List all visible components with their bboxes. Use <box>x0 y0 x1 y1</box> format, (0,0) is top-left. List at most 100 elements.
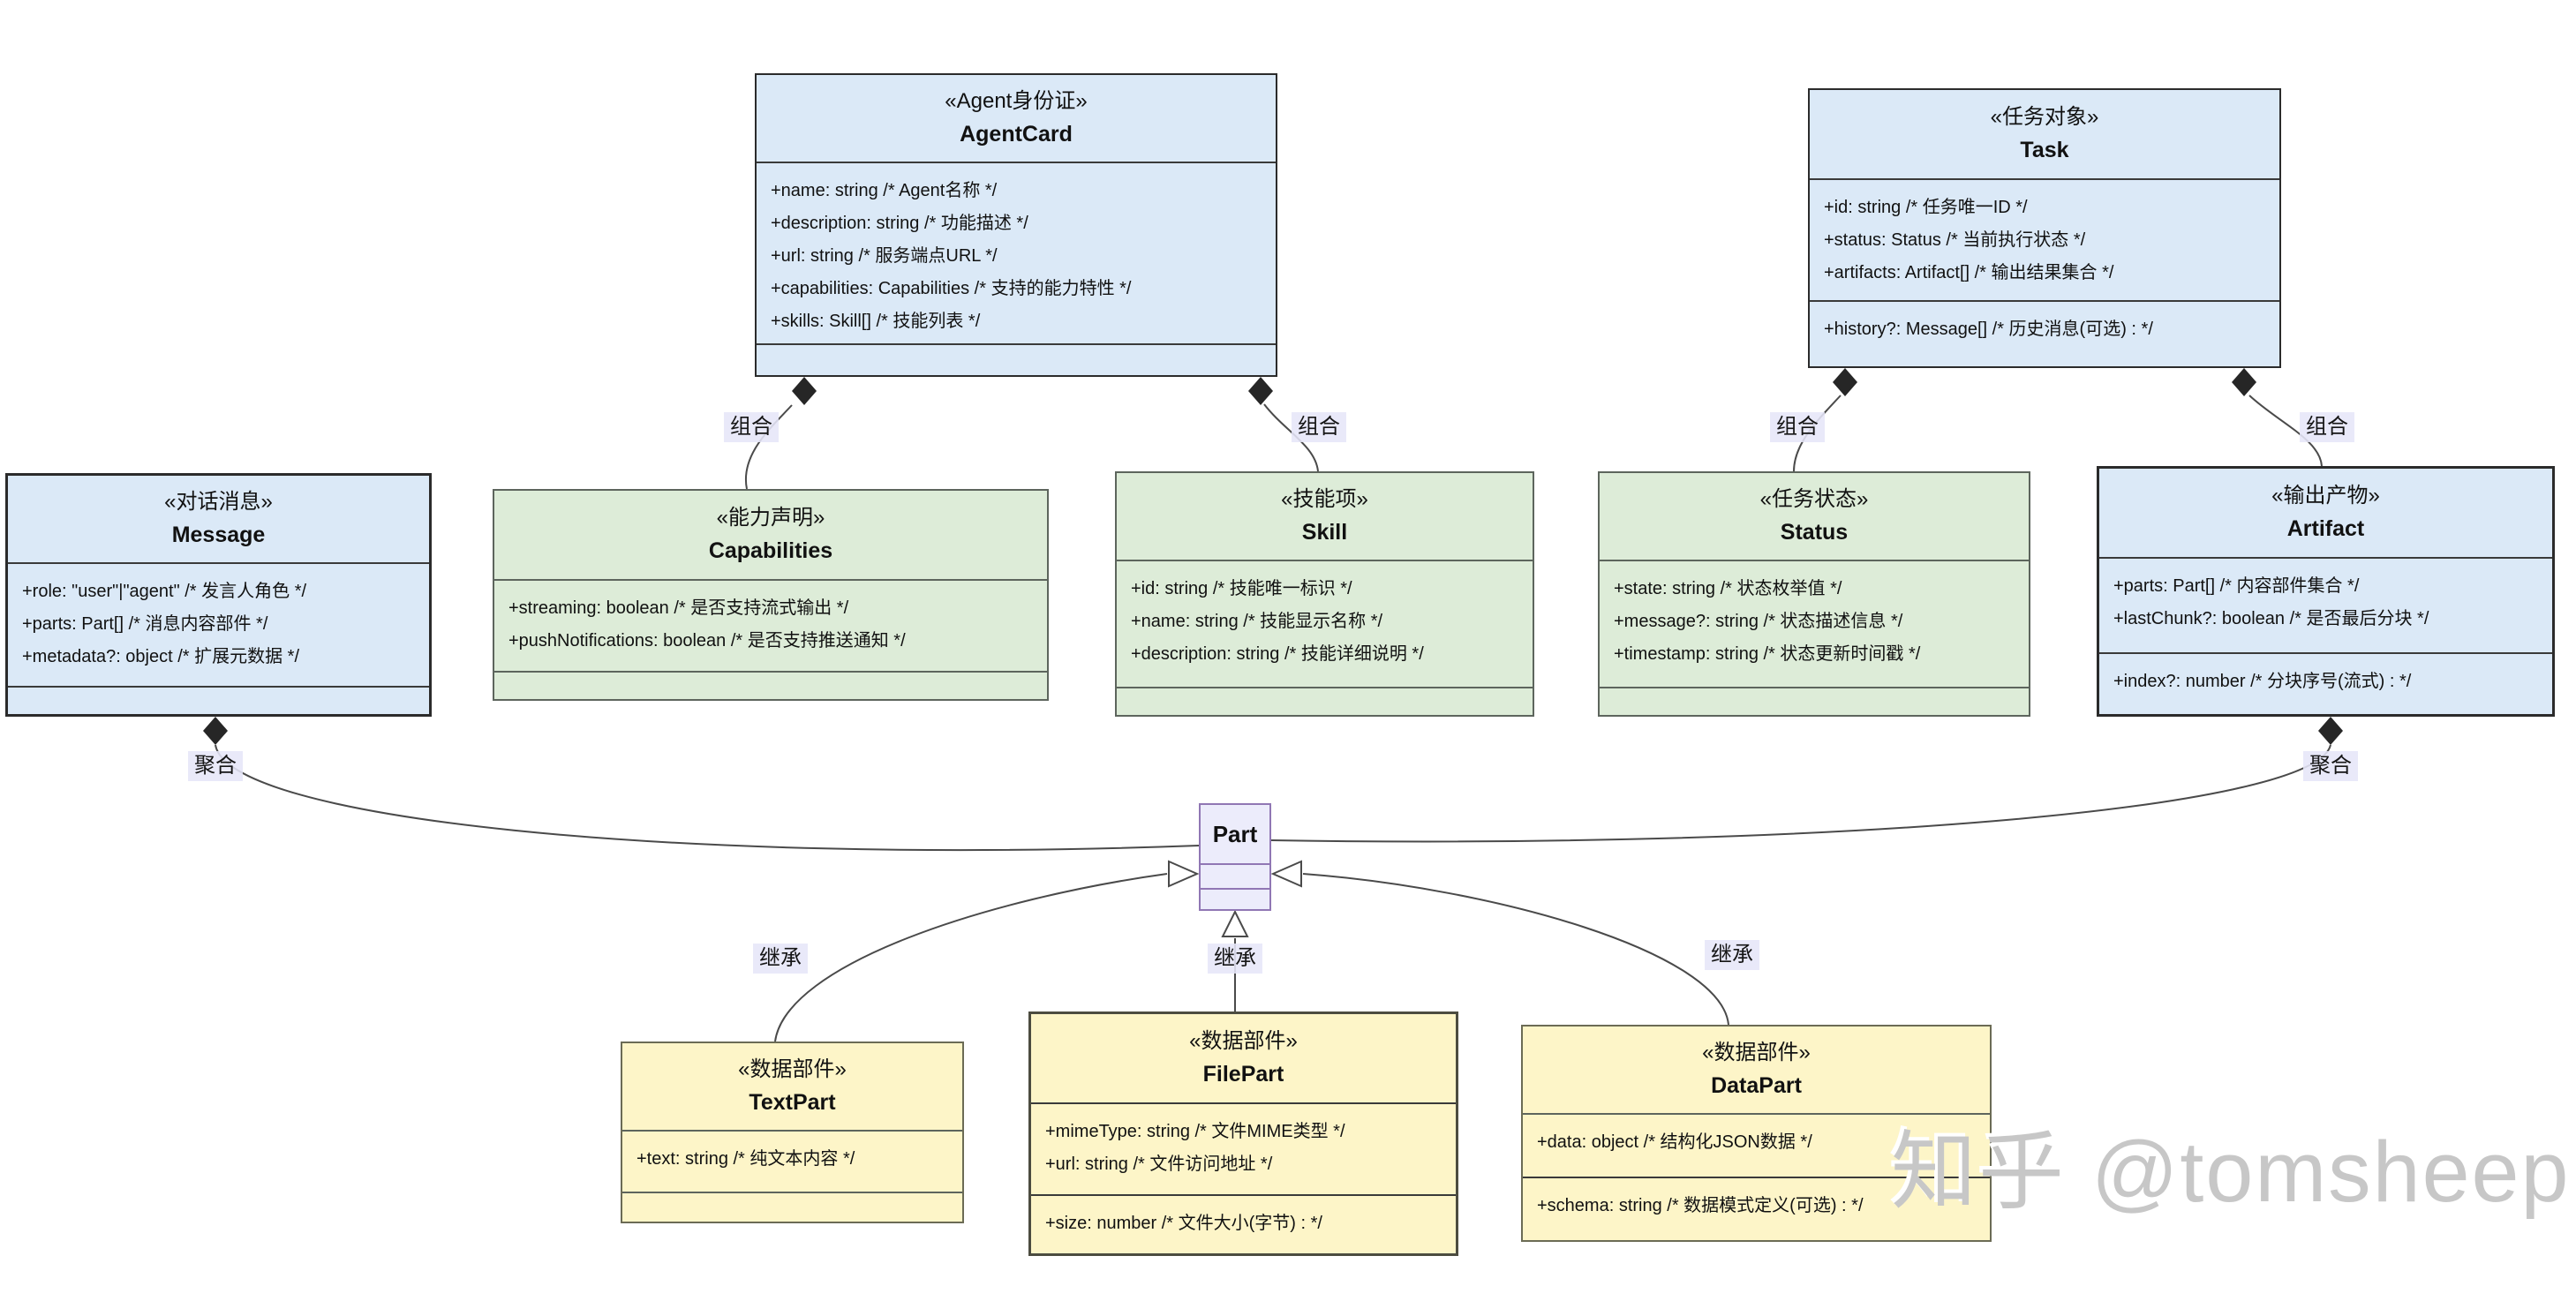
edge-label-inheritance: 继承 <box>1208 944 1262 974</box>
class-artifact-header: «输出产物» Artifact <box>2099 469 2552 557</box>
class-status-header: «任务状态» Status <box>1600 473 2029 560</box>
empty-compartment <box>1201 888 1269 909</box>
class-datapart-header: «数据部件» DataPart <box>1523 1027 1990 1113</box>
secondary-compartment: +history?: Message[] /* 历史消息(可选) : */ <box>1810 300 2279 366</box>
stereotype: «对话消息» <box>164 490 273 514</box>
class-agentcard-header: «Agent身份证» AgentCard <box>757 75 1276 162</box>
edge-label-composition: 组合 <box>1770 412 1825 442</box>
class-task-header: «任务对象» Task <box>1810 90 2279 178</box>
class-name: Task <box>2020 138 2069 162</box>
class-part-header: Part <box>1201 805 1269 863</box>
class-textpart-header: «数据部件» TextPart <box>622 1043 962 1130</box>
attributes-compartment: +text: string /* 纯文本内容 */ <box>622 1130 962 1192</box>
attribute: +text: string /* 纯文本内容 */ <box>636 1149 855 1169</box>
class-part: Part <box>1199 803 1271 911</box>
edge-label-inheritance: 继承 <box>753 944 808 974</box>
edge-artifact-part <box>1270 744 2331 843</box>
attribute: +streaming: boolean /* 是否支持流式输出 */ <box>508 598 849 618</box>
edge-label-composition: 组合 <box>1292 412 1346 442</box>
stereotype: «输出产物» <box>2271 484 2380 508</box>
class-name: Artifact <box>2286 516 2365 541</box>
attribute: +timestamp: string /* 状态更新时间戳 */ <box>1614 644 1921 664</box>
class-task: «任务对象» Task +id: string /* 任务唯一ID */ +st… <box>1808 88 2281 368</box>
attribute: +index?: number /* 分块序号(流式) : */ <box>2113 672 2412 691</box>
edge-label-composition: 组合 <box>2300 412 2354 442</box>
attribute: +name: string /* Agent名称 */ <box>771 181 998 200</box>
attribute: +id: string /* 技能唯一标识 */ <box>1131 579 1352 598</box>
attribute: +status: Status /* 当前执行状态 */ <box>1824 230 2086 250</box>
stereotype: «数据部件» <box>738 1057 847 1081</box>
composition-diamond <box>792 377 817 405</box>
class-agentcard: «Agent身份证» AgentCard +name: string /* Ag… <box>755 73 1277 377</box>
attributes-compartment: +mimeType: string /* 文件MIME类型 */ +url: s… <box>1031 1102 1456 1194</box>
inheritance-triangle <box>1270 860 1302 888</box>
empty-compartment <box>757 343 1276 375</box>
empty-compartment <box>1201 863 1269 888</box>
attribute: +pushNotifications: boolean /* 是否支持推送通知 … <box>508 631 906 650</box>
attributes-compartment: +data: object /* 结构化JSON数据 */ <box>1523 1113 1990 1177</box>
class-name: Capabilities <box>708 538 833 563</box>
class-capabilities: «能力声明» Capabilities +streaming: boolean … <box>493 489 1049 701</box>
attribute: +size: number /* 文件大小(字节) : */ <box>1045 1214 1322 1233</box>
aggregation-diamond <box>2318 717 2343 745</box>
attributes-compartment: +parts: Part[] /* 内容部件集合 */ +lastChunk?:… <box>2099 557 2552 652</box>
edge-label-aggregation: 聚合 <box>2303 751 2358 781</box>
stereotype: «Agent身份证» <box>945 89 1088 113</box>
class-name: FilePart <box>1202 1062 1284 1087</box>
class-datapart: «数据部件» DataPart +data: object /* 结构化JSON… <box>1521 1025 1992 1242</box>
class-skill: «技能项» Skill +id: string /* 技能唯一标识 */ +na… <box>1115 471 1534 717</box>
class-capabilities-header: «能力声明» Capabilities <box>494 491 1047 579</box>
stereotype: «能力声明» <box>716 506 825 530</box>
attributes-compartment: +role: "user"|"agent" /* 发言人角色 */ +parts… <box>8 562 429 686</box>
edge-datapart-part <box>1302 873 1729 1026</box>
empty-compartment <box>494 671 1047 699</box>
attributes-compartment: +streaming: boolean /* 是否支持流式输出 */ +push… <box>494 579 1047 671</box>
stereotype: «任务对象» <box>1990 105 2099 129</box>
attribute: +url: string /* 文件访问地址 */ <box>1045 1154 1273 1174</box>
class-name: Status <box>1780 520 1849 545</box>
class-name: DataPart <box>1711 1073 1802 1098</box>
secondary-compartment: +size: number /* 文件大小(字节) : */ <box>1031 1194 1456 1253</box>
composition-diamond <box>1833 368 1857 396</box>
class-name: Message <box>171 523 266 547</box>
class-name: TextPart <box>749 1090 836 1115</box>
secondary-compartment: +schema: string /* 数据模式定义(可选) : */ <box>1523 1177 1990 1240</box>
inheritance-triangle <box>1168 860 1200 888</box>
attribute: +lastChunk?: boolean /* 是否最后分块 */ <box>2113 609 2429 628</box>
stereotype: «任务状态» <box>1759 487 1869 511</box>
stereotype: «技能项» <box>1281 487 1368 511</box>
class-filepart-header: «数据部件» FilePart <box>1031 1014 1456 1102</box>
edge-message-part <box>215 744 1200 852</box>
stereotype: «数据部件» <box>1189 1029 1298 1053</box>
aggregation-diamond <box>203 717 228 745</box>
class-message: «对话消息» Message +role: "user"|"agent" /* … <box>5 473 432 717</box>
stereotype: «数据部件» <box>1702 1041 1811 1064</box>
attribute: +history?: Message[] /* 历史消息(可选) : */ <box>1824 320 2153 339</box>
attribute: +data: object /* 结构化JSON数据 */ <box>1537 1132 1812 1152</box>
attribute: +capabilities: Capabilities /* 支持的能力特性 *… <box>771 279 1132 298</box>
empty-compartment <box>622 1192 962 1222</box>
inheritance-triangle <box>1221 909 1249 937</box>
class-name: Part <box>1212 820 1258 847</box>
edge-label-aggregation: 聚合 <box>188 751 243 781</box>
class-status: «任务状态» Status +state: string /* 状态枚举值 */… <box>1598 471 2030 717</box>
attribute: +name: string /* 技能显示名称 */ <box>1131 612 1383 631</box>
attributes-compartment: +state: string /* 状态枚举值 */ +message?: st… <box>1600 560 2029 687</box>
attribute: +message?: string /* 状态描述信息 */ <box>1614 612 1903 631</box>
attribute: +skills: Skill[] /* 技能列表 */ <box>771 312 981 331</box>
class-message-header: «对话消息» Message <box>8 476 429 562</box>
attribute: +role: "user"|"agent" /* 发言人角色 */ <box>22 582 307 601</box>
empty-compartment <box>1600 687 2029 715</box>
zhihu-watermark: 知乎 @tomsheep <box>1891 1124 2571 1220</box>
attribute: +state: string /* 状态枚举值 */ <box>1614 579 1842 598</box>
edge-label-inheritance: 继承 <box>1705 940 1759 970</box>
attributes-compartment: +id: string /* 技能唯一标识 */ +name: string /… <box>1117 560 1533 687</box>
attribute: +url: string /* 服务端点URL */ <box>771 246 998 266</box>
attribute: +description: string /* 技能详细说明 */ <box>1131 644 1424 664</box>
attribute: +parts: Part[] /* 消息内容部件 */ <box>22 614 268 634</box>
class-textpart: «数据部件» TextPart +text: string /* 纯文本内容 *… <box>621 1042 964 1223</box>
attribute: +artifacts: Artifact[] /* 输出结果集合 */ <box>1824 263 2114 282</box>
empty-compartment <box>8 686 429 714</box>
attribute: +parts: Part[] /* 内容部件集合 */ <box>2113 576 2360 596</box>
